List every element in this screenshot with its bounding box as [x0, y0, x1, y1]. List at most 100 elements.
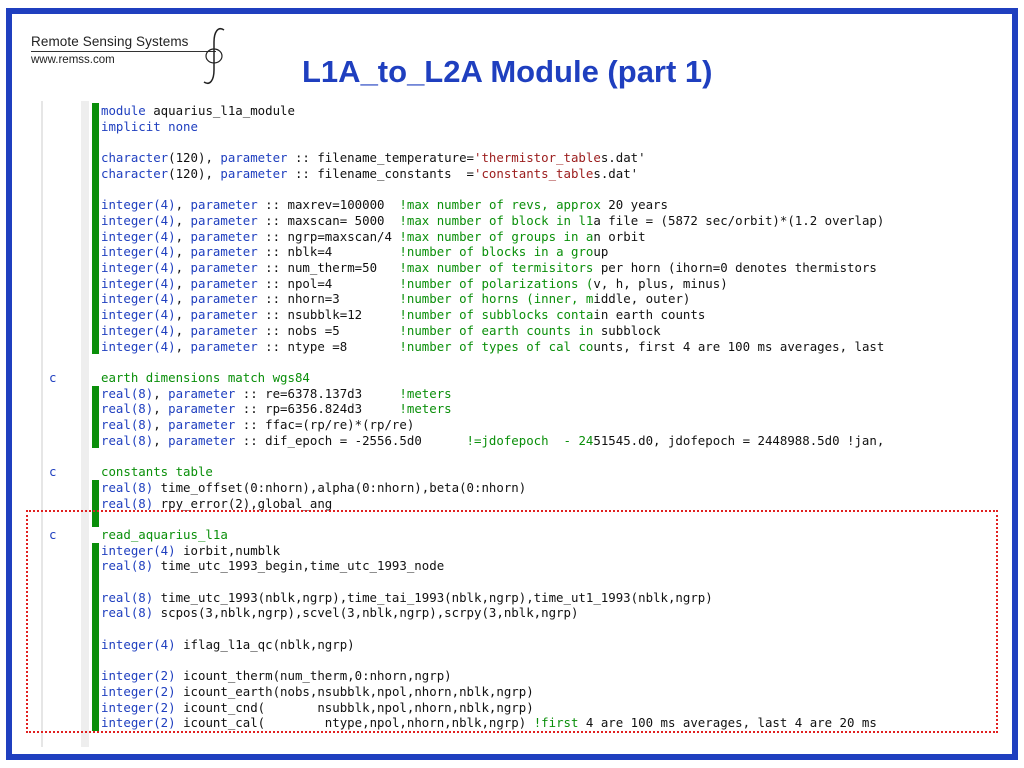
integral-sign-icon [203, 28, 225, 84]
code-token: read_aquarius_l1a [101, 526, 228, 542]
code-token: :: ngrp=maxscan/4 [257, 228, 400, 244]
code-token: integer(2) [101, 715, 176, 731]
code-token: 20 years [600, 197, 668, 213]
code-token: parameter [168, 401, 236, 417]
code-token: !number of blocks in a gro [399, 244, 594, 260]
rss-logo: Remote Sensing Systems www.remss.com [26, 24, 226, 84]
code-text: read_aquarius_l1a [101, 527, 228, 543]
code-token: , [175, 197, 191, 213]
code-token: :: dif_epoch = -2556.5d0 [235, 432, 467, 448]
code-text: integer(4), parameter :: npol=4 !number … [101, 276, 728, 292]
code-token: integer(4) [101, 260, 176, 275]
code-token: !max number of block in l1 [399, 212, 594, 228]
code-token: integer(2) [101, 683, 176, 699]
logo-rule [31, 51, 216, 52]
code-token: , [175, 244, 191, 260]
code-text: real(8) time_utc_1993(nblk,ngrp),time_ta… [101, 590, 713, 606]
code-token: character [101, 150, 169, 166]
code-text: real(8) rpy_error(2),global_ang [101, 496, 332, 512]
change-bar [92, 385, 99, 449]
code-token: :: filename_constants = [287, 165, 474, 181]
code-text: integer(4), parameter :: ngrp=maxscan/4 … [101, 229, 646, 245]
code-token: , [175, 307, 191, 323]
code-token: icount_cal( ntype,npol,nhorn,nblk,ngrp) [175, 715, 534, 731]
code-token: icount_therm(num_therm,0:nhorn,ngrp) [175, 668, 452, 684]
code-token: , [153, 432, 169, 448]
code-token: !max number of termisitors [399, 260, 594, 275]
code-token: subblock [593, 322, 661, 338]
code-token: , [153, 385, 169, 401]
code-token: :: re=6378.137d3 [235, 385, 400, 401]
code-token: :: npol=4 [257, 275, 400, 291]
gutter-divider [41, 101, 43, 747]
code-token: integer(4) [101, 244, 176, 260]
code-token: parameter [220, 165, 288, 181]
code-token: :: rp=6356.824d3 [235, 401, 400, 417]
change-bar [92, 542, 99, 731]
code-token: !meters [399, 401, 452, 417]
code-token: parameter [190, 260, 258, 275]
code-token: integer(2) [101, 668, 176, 684]
comment-marker: c [49, 369, 57, 385]
code-token: parameter [190, 244, 258, 260]
code-text: real(8), parameter :: re=6378.137d3 !met… [101, 386, 452, 402]
code-token: , [175, 228, 191, 244]
code-text: character(120), parameter :: filename_te… [101, 150, 646, 166]
code-token: time_offset(0:nhorn),alpha(0:nhorn),beta… [153, 479, 527, 495]
code-text: integer(2) icount_earth(nobs,nsubblk,npo… [101, 684, 534, 700]
change-bar [92, 103, 99, 355]
code-token: :: ntype =8 [257, 338, 400, 354]
code-token: implicit none [101, 118, 198, 134]
code-token: :: nsubblk=12 [257, 307, 400, 323]
code-token: icount_earth(nobs,nsubblk,npol,nhorn,nbl… [175, 683, 534, 699]
code-token: parameter [190, 197, 258, 213]
code-token: parameter [168, 432, 236, 448]
code-token: parameter [190, 228, 258, 244]
code-token: real(8) [101, 385, 154, 401]
code-text: integer(2) icount_cal( ntype,npol,nhorn,… [101, 715, 877, 731]
code-token: real(8) [101, 479, 154, 495]
code-token: real(8) [101, 417, 154, 432]
code-token: time_utc_1993_begin,time_utc_1993_node [153, 558, 445, 574]
code-token: :: nobs =5 [257, 322, 400, 338]
code-token: integer(4) [101, 291, 176, 307]
code-token: parameter [190, 275, 258, 291]
code-token: s.dat' [600, 150, 646, 166]
code-token: , [153, 401, 169, 417]
code-token: real(8) [101, 558, 154, 574]
code-token: real(8) [101, 401, 154, 417]
code-token: 4 are 100 ms averages, last 4 are 20 ms [578, 715, 877, 731]
code-token: rpy_error(2),global_ang [153, 495, 333, 511]
code-token: integer(4) [101, 636, 176, 652]
code-token: integer(4) [101, 275, 176, 291]
code-token: n orbit [593, 228, 646, 244]
code-text: integer(4) iflag_l1a_qc(nblk,ngrp) [101, 637, 355, 653]
code-token: parameter [190, 212, 258, 228]
code-text: module aquarius_l1a_module [101, 103, 295, 119]
code-token: icount_cnd( nsubblk,npol,nhorn,nblk,ngrp… [175, 699, 534, 715]
code-token: :: maxrev=100000 [257, 197, 400, 213]
comment-marker: c [49, 464, 57, 480]
code-token: 'constants_table [474, 165, 594, 181]
code-token: s.dat' [593, 165, 639, 181]
highlight-box [26, 510, 998, 733]
code-token: real(8) [101, 432, 154, 448]
code-token: iddle, outer) [593, 291, 691, 307]
code-token: !number of horns (inner, m [399, 291, 594, 307]
code-text: integer(2) icount_cnd( nsubblk,npol,nhor… [101, 700, 534, 716]
code-token: :: nhorn=3 [257, 291, 400, 307]
code-token: !number of polarizations ( [399, 275, 594, 291]
code-token: real(8) [101, 589, 154, 605]
code-token: , [175, 338, 191, 354]
code-token: !max number of revs, approx [399, 197, 601, 213]
code-token: constants table [101, 464, 213, 480]
code-token: , [153, 417, 169, 432]
slide-frame: Remote Sensing Systems www.remss.com L1A… [6, 8, 1018, 760]
code-token: module [101, 103, 146, 118]
code-token: integer(4) [101, 212, 176, 228]
code-token: 51545.d0, jdofepoch = 2448988.5d0 !jan, [593, 432, 885, 448]
code-token: integer(4) [101, 542, 176, 558]
code-token: 'thermistor_table [474, 150, 601, 166]
code-token: , [175, 291, 191, 307]
code-token: aquarius_l1a_module [145, 103, 295, 118]
